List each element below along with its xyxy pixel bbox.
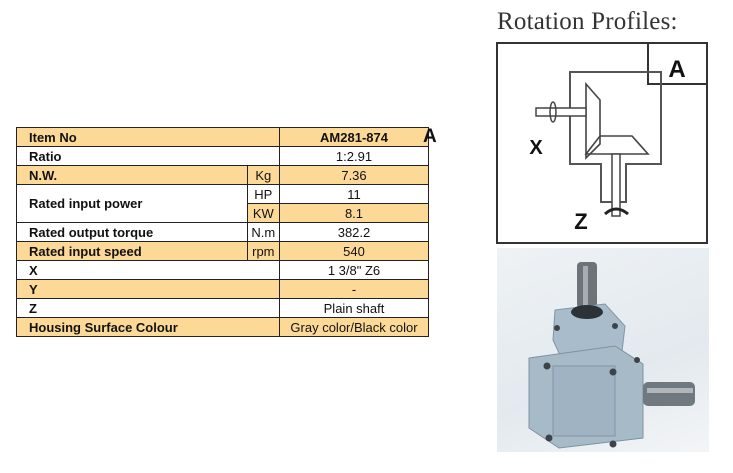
bolt [545,434,553,442]
row-value: 7.36 [279,165,429,185]
row-unit: rpm [246,241,281,261]
bolt [634,357,640,363]
row-value: 1:2.91 [279,146,429,166]
output-label: Z [574,209,587,234]
bolt [612,323,618,329]
rotation-arrow-icon [549,101,557,123]
input-gear-icon [585,81,601,160]
row-unit: Kg [246,165,281,185]
bolt [554,325,560,331]
row-label: Rated input power [16,184,248,223]
seal-ring [571,305,603,319]
row-label: X [16,260,280,280]
input-label: X [529,137,543,159]
table-row: Rated output torque N.m 382.2 [16,222,429,242]
table-row: Item No AM281-874 [16,127,429,147]
rotation-diagram: A X Z [496,42,708,244]
gearbox-schematic: A X Z [529,44,706,234]
row-label: Item No [16,127,280,147]
rotation-profiles-title: Rotation Profiles: [497,8,678,35]
gearbox-photo [497,248,709,452]
row-label: Rated input speed [16,241,248,261]
shaft-highlight [583,266,588,306]
row-label: Rated output torque [16,222,248,242]
row-value: Plain shaft [279,298,429,318]
row-value: 8.1 [279,203,429,223]
row-unit: N.m [246,222,281,242]
output-shaft [611,153,621,217]
row-label: Housing Surface Colour [16,317,280,337]
row-value: - [279,279,429,299]
table-row: Ratio 1:2.91 [16,146,429,166]
table-row: Z Plain shaft [16,298,429,318]
row-value: 540 [279,241,429,261]
gearbox-image [528,262,695,449]
table-row: Housing Surface Colour Gray color/Black … [16,317,429,337]
row-label: Ratio [16,146,280,166]
table-row: Rated input speed rpm 540 [16,241,429,261]
table-row: KW 8.1 [17,203,429,223]
rotation-arrow-icon [603,207,629,216]
table-row: Y - [16,279,429,299]
profile-tag: A [423,126,437,147]
row-label: N.W. [16,165,248,185]
input-shaft [535,107,587,117]
side-shaft [643,382,695,406]
output-gear-icon [584,135,650,155]
bolt [609,368,617,376]
bolt [543,362,551,370]
row-value: Gray color/Black color [279,317,429,337]
row-value: 382.2 [279,222,429,242]
row-value: 11 [279,184,429,204]
front-face [552,365,616,437]
housing-outline [569,71,662,203]
spec-table: Item No AM281-874 Ratio 1:2.91 N.W. Kg 7… [16,127,429,337]
table-row: Rated input power HP 11 [16,184,429,223]
row-label: Z [16,298,280,318]
bolt [609,440,617,448]
row-value: 1 3/8" Z6 [279,260,429,280]
table-row: X 1 3/8" Z6 [16,260,429,280]
row-value: AM281-874 [279,127,429,147]
row-unit: HP [246,184,281,204]
corner-box [647,44,706,85]
shaft-highlight [647,388,693,393]
corner-label: A [668,56,685,83]
row-label: Y [16,279,280,299]
row-unit: KW [246,203,281,223]
table-row: N.W. Kg 7.36 [16,165,429,185]
